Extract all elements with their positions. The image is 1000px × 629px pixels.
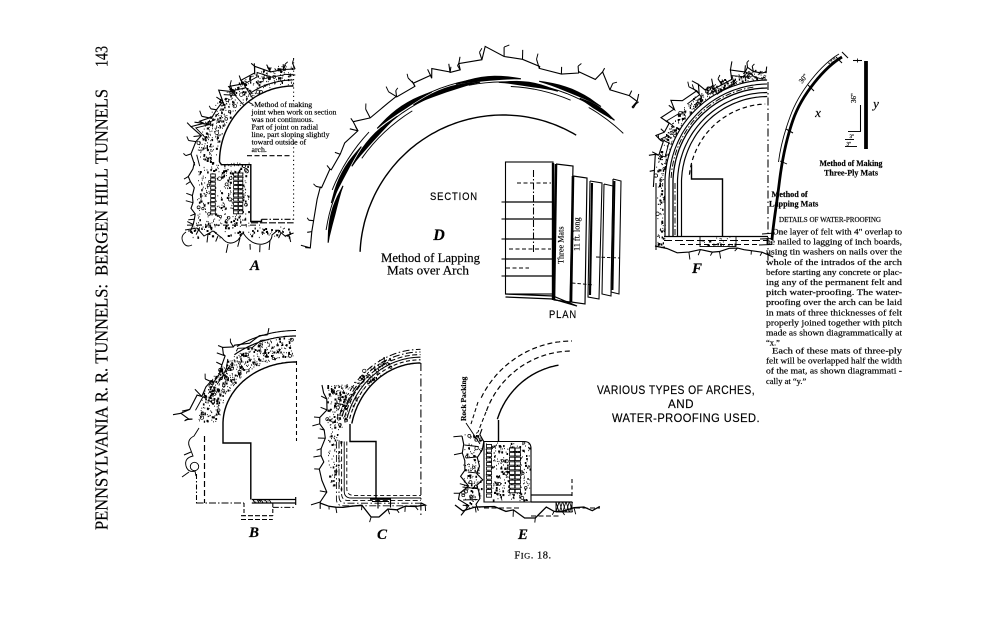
svg-text:proofing over the arch can b: proofing over the arch can be laid <box>766 297 903 307</box>
svg-text:ing any of the permanent fe: ing any of the permanent felt and <box>766 277 903 287</box>
svg-text:VARIOUS TYPES OF ARCHES,: VARIOUS TYPES OF ARCHES, <box>597 383 755 397</box>
svg-text:F: F <box>691 261 702 277</box>
svg-text:FIG. 18.: FIG. 18. <box>514 551 551 562</box>
svg-text:was not continuous.: was not continuous. <box>252 115 314 124</box>
svg-text:be nailed to lagging of inch b: be nailed to lagging of inch boards, <box>766 237 902 247</box>
svg-text:joint when work on section: joint when work on section <box>251 108 337 117</box>
svg-text:of the mat, as shown diagramm: of the mat, as shown diagrammati - <box>766 366 902 376</box>
svg-text:PENNSYLVANIA R. R. TUNNELS: B: PENNSYLVANIA R. R. TUNNELS: BERGEN HILL … <box>92 89 112 530</box>
svg-text:whole of the intrados of t: whole of the intrados of the arch <box>766 257 903 267</box>
svg-text:SECTION: SECTION <box>430 191 478 203</box>
svg-text:Part of joint on radial: Part of joint on radial <box>252 123 320 132</box>
svg-text:WATER-PROOFING USED.: WATER-PROOFING USED. <box>612 411 760 425</box>
svg-text:“x.”: “x.” <box>766 338 780 348</box>
svg-text:Method of Making: Method of Making <box>820 159 884 168</box>
svg-text:3": 3" <box>850 135 855 140</box>
svg-text:AND: AND <box>668 397 694 411</box>
svg-text:C: C <box>377 527 388 543</box>
svg-text:before starting any concrete o: before starting any concrete or plac- <box>766 267 902 277</box>
svg-text:toward outside of: toward outside of <box>252 138 307 147</box>
svg-text:PLAN: PLAN <box>549 309 577 321</box>
svg-text:D: D <box>432 227 445 244</box>
svg-text:E: E <box>517 527 528 543</box>
svg-text:Three-Ply Mats: Three-Ply Mats <box>824 169 879 178</box>
svg-text:DETAILS OF WATER-PROOFING: DETAILS OF WATER-PROOFING <box>779 216 881 224</box>
svg-text:felt will be overlapped half t: felt will be overlapped half the width <box>766 356 903 366</box>
svg-text:y: y <box>871 96 879 111</box>
svg-text:Method of: Method of <box>772 190 808 199</box>
svg-text:11 ft. long: 11 ft. long <box>573 217 582 251</box>
svg-text:36": 36" <box>850 93 858 103</box>
svg-text:pitch water-proofing. The wa: pitch water-proofing. The water- <box>766 287 902 297</box>
svg-text:Three Mats: Three Mats <box>557 226 566 264</box>
svg-text:cally at “y.”: cally at “y.” <box>766 376 806 386</box>
svg-text:Each of these mats of thre: Each of these mats of three-ply <box>772 346 903 356</box>
svg-text:B: B <box>248 525 259 541</box>
svg-text:properly joined together with: properly joined together with pitch <box>766 317 903 327</box>
svg-text:line, part sloping slightly: line, part sloping slightly <box>252 130 330 139</box>
svg-text:-Method of making: -Method of making <box>252 100 313 109</box>
svg-text:arch.: arch. <box>252 145 267 154</box>
svg-text:One layer of felt with 4" over: One layer of felt with 4" overlap to <box>772 227 902 237</box>
svg-text:Method of Lapping: Method of Lapping <box>381 251 481 265</box>
svg-text:Rock Packing: Rock Packing <box>459 376 468 421</box>
svg-text:made as shown diagrammatically: made as shown diagrammatically at <box>766 328 903 338</box>
svg-text:Lapping Mats: Lapping Mats <box>769 200 818 209</box>
svg-text:143: 143 <box>92 46 112 67</box>
svg-text:Mats over Arch: Mats over Arch <box>387 264 470 278</box>
svg-text:A: A <box>249 258 260 274</box>
svg-text:3": 3" <box>847 143 852 148</box>
svg-text:in mats of three thicknesses: in mats of three thicknesses of felt <box>766 307 903 317</box>
svg-text:using tin washers on nails ove: using tin washers on nails over the <box>766 247 902 257</box>
svg-text:x: x <box>814 105 821 120</box>
